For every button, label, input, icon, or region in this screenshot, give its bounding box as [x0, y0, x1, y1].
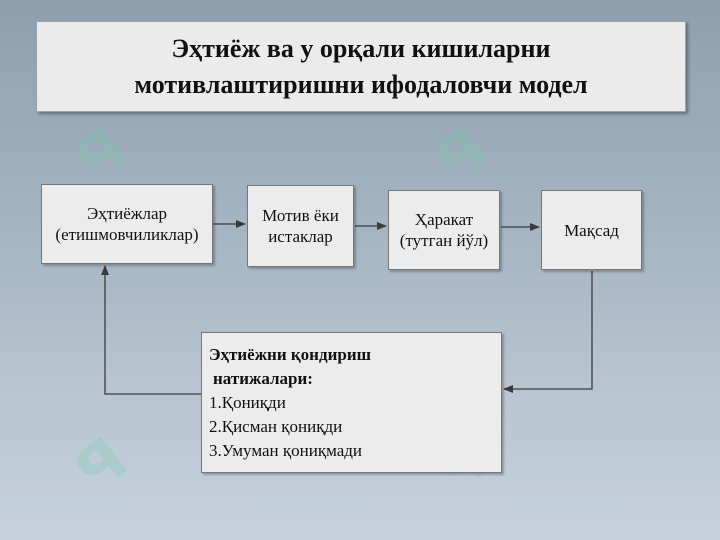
- results-item: 2.Қисман қониқди: [209, 416, 343, 436]
- node-needs: Эҳтиёжлар (етишмовчиликлар): [41, 184, 213, 264]
- node-action-line-2: (тутган йўл): [399, 231, 489, 250]
- arrow-results-to-needs: [101, 265, 201, 395]
- node-goal-line-1: Мақсад: [564, 220, 619, 240]
- node-results: Эҳтиёжни қондириш натижалари: 1.Қониқди …: [201, 332, 502, 473]
- title-box: Эҳтиёж ва у орқали кишиларни мотивлаштир…: [36, 21, 686, 112]
- node-motive-line-1: Мотив ёки: [262, 206, 339, 225]
- node-goal: Мақсад: [541, 190, 642, 270]
- node-needs-line-2: (етишмовчиликлар): [55, 225, 199, 244]
- title-line-1: Эҳтиёж ва у орқали кишиларни: [171, 33, 551, 63]
- node-action: Ҳаракат (тутган йўл): [388, 190, 500, 270]
- node-action-line-1: Ҳаракат: [414, 210, 474, 229]
- node-motive: Мотив ёки истаклар: [247, 185, 354, 267]
- arrow-goal-to-results: [503, 271, 593, 393]
- results-heading-line-1: Эҳтиёжни қондириш: [209, 344, 371, 364]
- results-item: 1.Қониқди: [209, 392, 286, 412]
- results-item: 3.Умуман қониқмади: [209, 440, 363, 460]
- results-heading-line-2: натижалари:: [213, 368, 313, 388]
- title-line-2: мотивлаштиришни ифодаловчи модел: [134, 69, 588, 99]
- node-motive-line-2: истаклар: [268, 227, 333, 246]
- node-needs-line-1: Эҳтиёжлар: [86, 204, 168, 223]
